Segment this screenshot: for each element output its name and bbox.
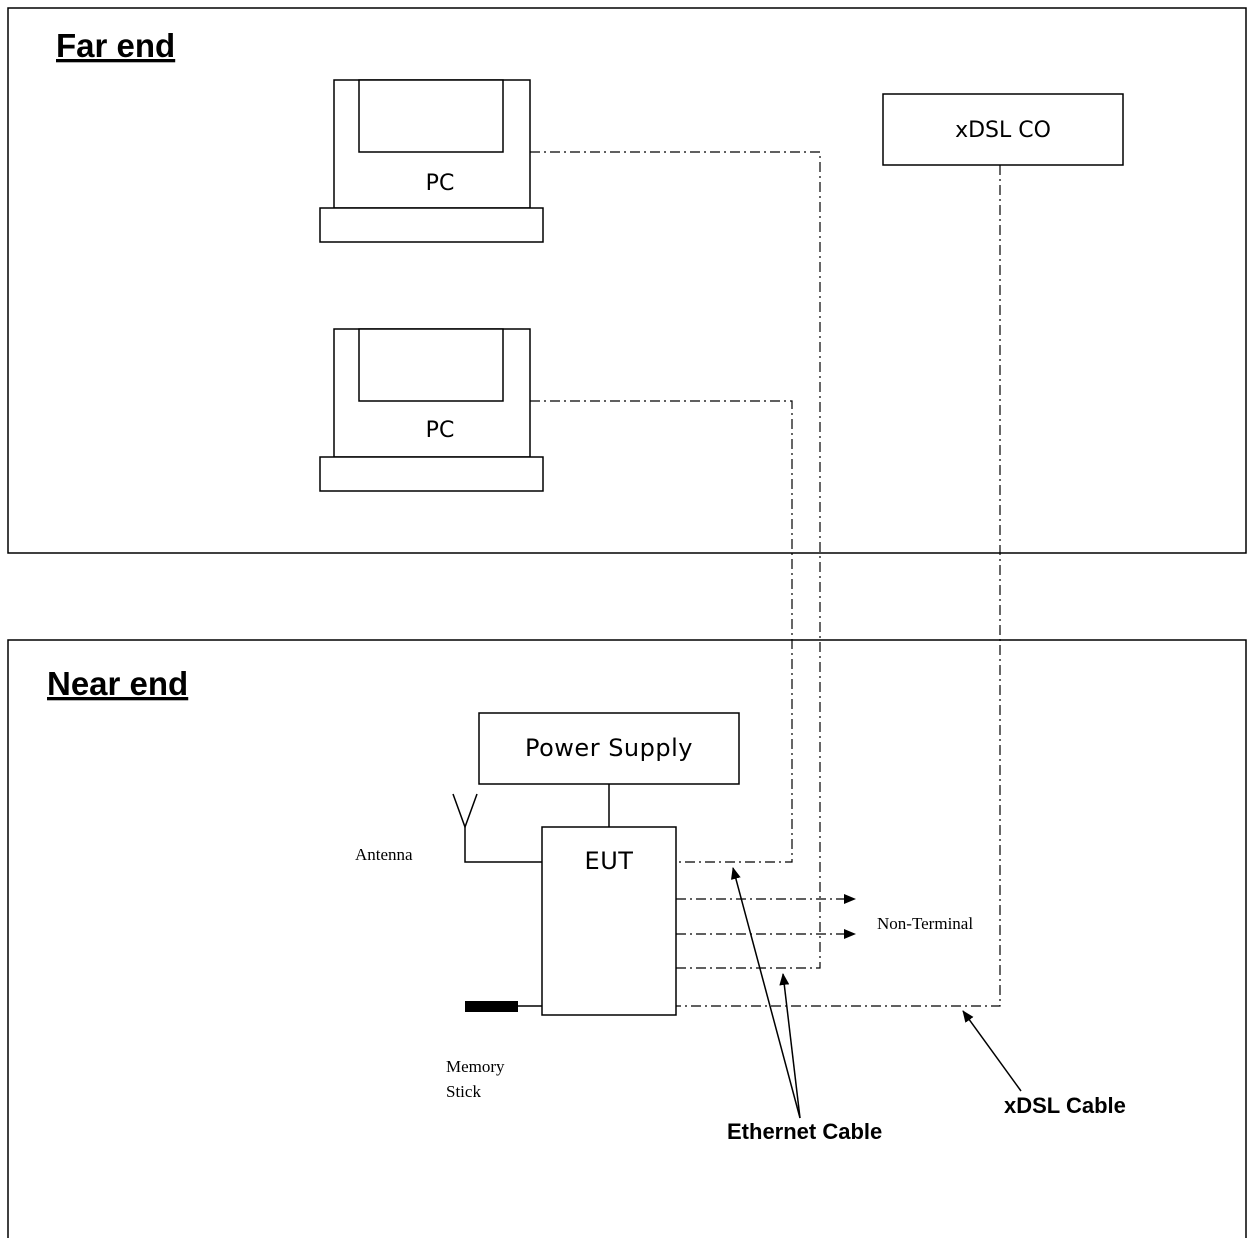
eut-label: EUT — [585, 847, 634, 875]
xdsl-cable-line — [676, 165, 1001, 1007]
xdsl-cable-label: xDSL Cable — [1004, 1093, 1126, 1118]
power-supply-label: Power Supply — [525, 734, 693, 762]
ethernet-callout-arrow-1 — [731, 867, 801, 1119]
xdsl-callout-arrow — [962, 1010, 1022, 1092]
pc-2-label: PC — [426, 418, 455, 443]
ethernet-cable-pc2 — [530, 400, 793, 863]
pc-1-base — [319, 207, 544, 243]
pc-2-base — [319, 456, 544, 492]
non-terminal-label: Non-Terminal — [877, 914, 973, 933]
power-supply-box — [478, 712, 740, 785]
antenna: Antenna — [355, 793, 542, 864]
pc-1-label: PC — [426, 171, 455, 196]
eut: EUT — [541, 826, 677, 1016]
memory-stick-icon — [465, 1001, 518, 1012]
pc-1: PC — [319, 79, 544, 243]
antenna-icon — [452, 793, 478, 830]
ethernet-cable-pc1 — [530, 151, 821, 969]
pc-2: PC — [319, 328, 544, 492]
far-end-frame — [7, 7, 1247, 554]
power-supply: Power Supply — [478, 712, 740, 785]
memory-stick: Memory Stick — [446, 1001, 542, 1101]
eut-box — [541, 826, 677, 1016]
xdsl-co-label: xDSL CO — [955, 118, 1051, 143]
xdsl-co-box — [882, 93, 1124, 166]
xdsl-co: xDSL CO — [882, 93, 1124, 166]
pc-1-screen — [358, 79, 504, 153]
memory-stick-label-line1: Memory — [446, 1057, 505, 1076]
antenna-cable — [464, 827, 542, 863]
far-end-title: Far end — [56, 27, 175, 64]
antenna-label: Antenna — [355, 845, 413, 864]
memory-stick-label-line2: Stick — [446, 1082, 481, 1101]
near-end-title: Near end — [47, 665, 188, 702]
ethernet-callout-arrow-2 — [779, 973, 801, 1119]
pc-2-screen — [358, 328, 504, 402]
ethernet-cable-label: Ethernet Cable — [727, 1119, 882, 1144]
